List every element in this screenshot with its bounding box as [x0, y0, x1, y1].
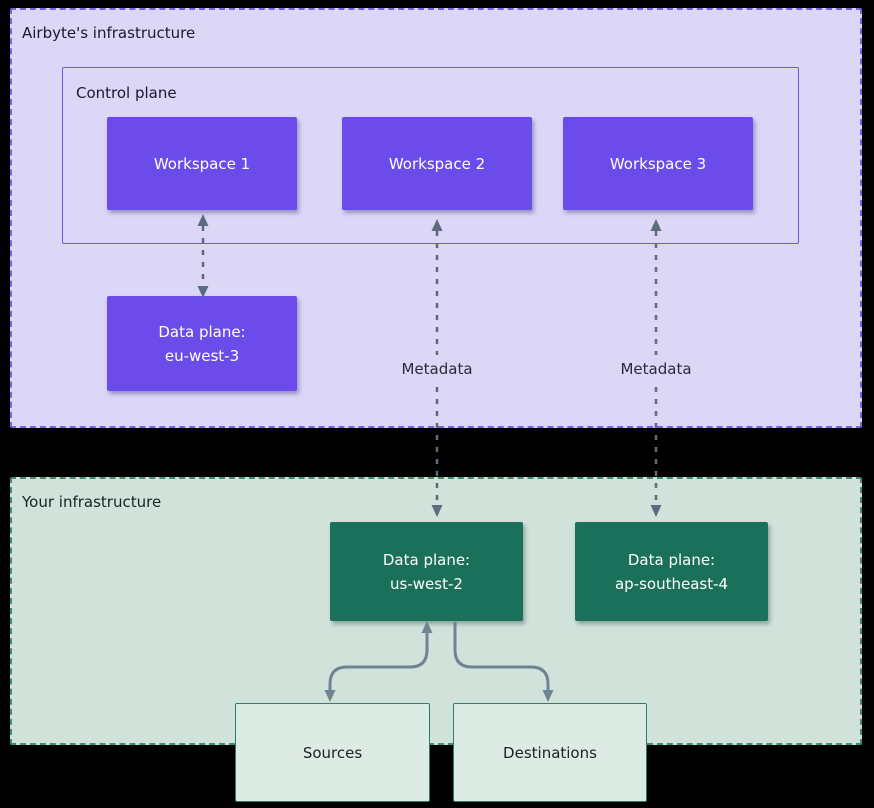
data-plane-us-west-2-region: us-west-2 — [390, 574, 463, 593]
workspace-3-label: Workspace 3 — [609, 154, 707, 173]
data-plane-ap-southeast-4-region: ap-southeast-4 — [614, 574, 729, 593]
workspace-2-label: Workspace 2 — [388, 154, 486, 173]
workspace-1-box: Workspace 1 — [107, 117, 297, 210]
sources-label: Sources — [302, 743, 363, 762]
data-plane-eu-west-3-title: Data plane: — [158, 322, 246, 341]
data-plane-us-west-2-title: Data plane: — [382, 550, 471, 569]
metadata-label-1: Metadata — [398, 355, 476, 383]
data-plane-ap-southeast-4-box: Data plane: ap-southeast-4 — [575, 522, 768, 621]
data-plane-eu-west-3-region: eu-west-3 — [164, 346, 240, 365]
destinations-box: Destinations — [453, 703, 647, 802]
sources-box: Sources — [235, 703, 430, 802]
workspace-2-box: Workspace 2 — [342, 117, 532, 210]
workspace-3-box: Workspace 3 — [563, 117, 753, 210]
control-plane-container — [62, 67, 799, 244]
your-infrastructure-label: Your infrastructure — [22, 493, 162, 511]
data-plane-ap-southeast-4-title: Data plane: — [627, 550, 716, 569]
metadata-label-2: Metadata — [617, 355, 695, 383]
airbyte-infrastructure-label: Airbyte's infrastructure — [22, 24, 196, 42]
control-plane-label: Control plane — [76, 84, 177, 102]
data-plane-us-west-2-box: Data plane: us-west-2 — [330, 522, 523, 621]
destinations-label: Destinations — [503, 743, 597, 762]
workspace-1-label: Workspace 1 — [153, 154, 251, 173]
data-plane-eu-west-3-box: Data plane: eu-west-3 — [107, 296, 297, 391]
